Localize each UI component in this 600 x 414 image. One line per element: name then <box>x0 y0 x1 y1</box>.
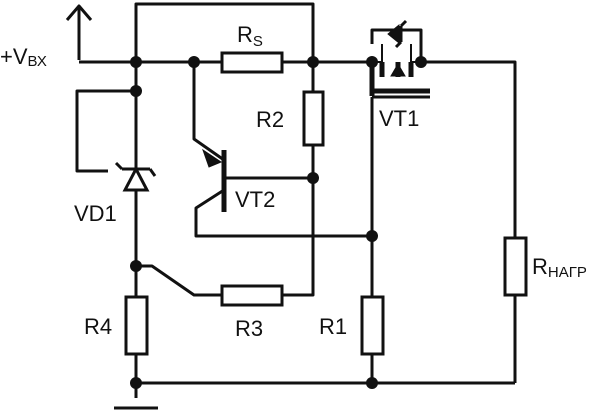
label-rs: RS <box>237 22 263 50</box>
label-vt1: VT1 <box>379 106 419 131</box>
resistor-r3 <box>220 284 284 307</box>
input-terminal <box>65 4 93 60</box>
resistor-rload <box>503 236 528 297</box>
zener-diode-vd1 <box>114 161 157 192</box>
r3-left-wire <box>136 264 222 297</box>
label-rload: RНАГР <box>532 254 587 281</box>
label-vd1: VD1 <box>74 201 117 226</box>
resistor-r2 <box>302 90 325 147</box>
label-vin: +VВХ <box>0 44 47 70</box>
resistor-r1 <box>360 295 385 356</box>
label-r4: R4 <box>84 314 112 339</box>
resistor-r4 <box>124 295 149 356</box>
right-rail-wire <box>421 60 517 238</box>
label-vt2: VT2 <box>235 187 275 212</box>
label-r3: R3 <box>235 316 263 341</box>
transistor-vt2 <box>192 62 372 238</box>
label-r2: R2 <box>256 107 284 132</box>
junction-dots <box>130 56 427 389</box>
zener-loop-wire <box>75 89 136 173</box>
resistor-rs <box>220 51 284 74</box>
top-loop-wire <box>134 2 315 62</box>
label-r1: R1 <box>319 314 347 339</box>
